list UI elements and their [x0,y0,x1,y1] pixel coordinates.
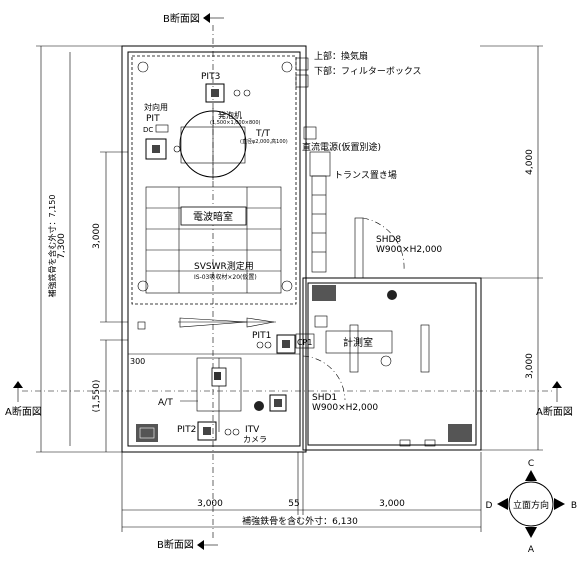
shd8-door: SHD8 W900×H2,000 [354,217,442,279]
dim-right: 4,000 3,000 [480,45,543,451]
dim-right-3000-label: 3,000 [525,353,535,379]
dim-bottom: 3,000 55 3,000 補強鉄骨を含む外寸：6,130 [121,452,482,532]
filter-boxes-left [136,424,158,442]
compass-c-label: C [528,459,534,469]
dim-bottom-3000-right-label: 3,000 [379,499,405,509]
compass-d-label: D [486,501,493,511]
pit3-label: PIT3 [201,72,220,82]
logper-pit-label-a: 対向用 [144,102,168,112]
shd1-label-b: W900×H2,000 [312,403,378,413]
dim-bottom-3000-left-label: 3,000 [197,499,223,509]
pit2-label: PIT2 [177,425,196,435]
dim-height-total: 7,300 補強鉄骨を含む外寸：7,150 [36,45,122,453]
section-a-left-label: A断面図 [5,405,42,418]
shield-room-outline [121,45,307,453]
dim-height-total-label: 7,300 [57,233,67,259]
dim-bottom-55-label: 55 [288,499,299,509]
itv-camera: ITV カメラ [243,394,287,444]
pit1-label: PIT1 [252,331,271,341]
at-label: A/T [158,398,173,408]
dc-label: DC [143,126,153,134]
cp-label: CP1 [297,338,313,347]
dim-width-note-label: 補強鉄骨を含む外寸：6,130 [242,515,358,527]
section-b-bottom-label: B断面図 [157,538,194,551]
pit2: PIT2 [177,421,240,441]
svswr-title: SVSWR測定用 [194,260,254,272]
logper-pit: 対向用 PIT DC [143,102,181,160]
turntable: 発泡机 (1,500×1,000×800) T/T (直径φ2,000,高100… [179,108,288,180]
dim-height-note: 補強鉄骨を含む外寸：7,150 [47,195,57,298]
svswr-note: IS-03吸収材×20(仮置) [194,273,257,281]
offset-300: 300 [130,357,145,366]
section-a-right: A断面図 [536,381,573,418]
dim-inner-3000-left-label: 3,000 [92,223,102,249]
pit1: PIT1 CP1 [252,331,315,354]
tt-label: T/T [255,129,271,139]
section-b-top: B断面図 [163,12,224,25]
section-a-left: A断面図 [5,381,42,418]
shd1-label-a: SHD1 [312,393,337,403]
pit3: PIT3 [201,72,251,103]
dim-right-4000-label: 4,000 [525,149,535,175]
shd8-label-b: W900×H2,000 [376,245,442,255]
antenna-tower: A/T [158,357,242,432]
turntable-label: 発泡机 [218,110,242,120]
compass-b-label: B [571,501,577,511]
section-b-top-label: B断面図 [163,12,200,25]
log-periodic-antenna [137,317,276,330]
elevation-compass: 立面方向 C A B D [486,459,578,555]
itv-label-b: カメラ [243,435,267,444]
svswr-note: SVSWR測定用 IS-03吸収材×20(仮置) [194,260,257,281]
section-b-bottom: B断面図 [157,538,218,551]
compass-a-label: A [528,545,535,555]
exhaust-column: 上部：換気扇 下部：フィルターボックス 直流電源(仮置別途) トランス置き場 [295,50,422,273]
shd8-label-a: SHD8 [376,235,401,245]
measurement-room: 計測室 [302,277,482,451]
exhaust-note: 上部：換気扇 [314,50,368,62]
tt-note: (直径φ2,000,高100) [240,138,288,145]
section-a-right-label: A断面図 [536,405,573,418]
dim-inner-3000-left: 3,000 [92,151,128,323]
transformer-note: トランス置き場 [334,169,397,181]
dim-1550: (1,550) [92,339,128,452]
turntable-size: (1,500×1,000×800) [210,120,261,126]
compass-center-label: 立面方向 [513,499,549,511]
radio-dark-room-label: 電波暗室 [193,210,233,223]
shd1-door: SHD1 W900×H2,000 [302,355,378,413]
corner-markers [137,61,293,292]
logper-pit-label-b: PIT [146,114,160,124]
absorber-grid: 電波暗室 [145,186,282,294]
filter-note: 下部：フィルターボックス [314,65,422,77]
dc-power-note: 直流電源(仮置別途) [302,141,381,153]
itv-label-a: ITV [245,425,260,435]
dim-1550-label: (1,550) [92,380,102,413]
